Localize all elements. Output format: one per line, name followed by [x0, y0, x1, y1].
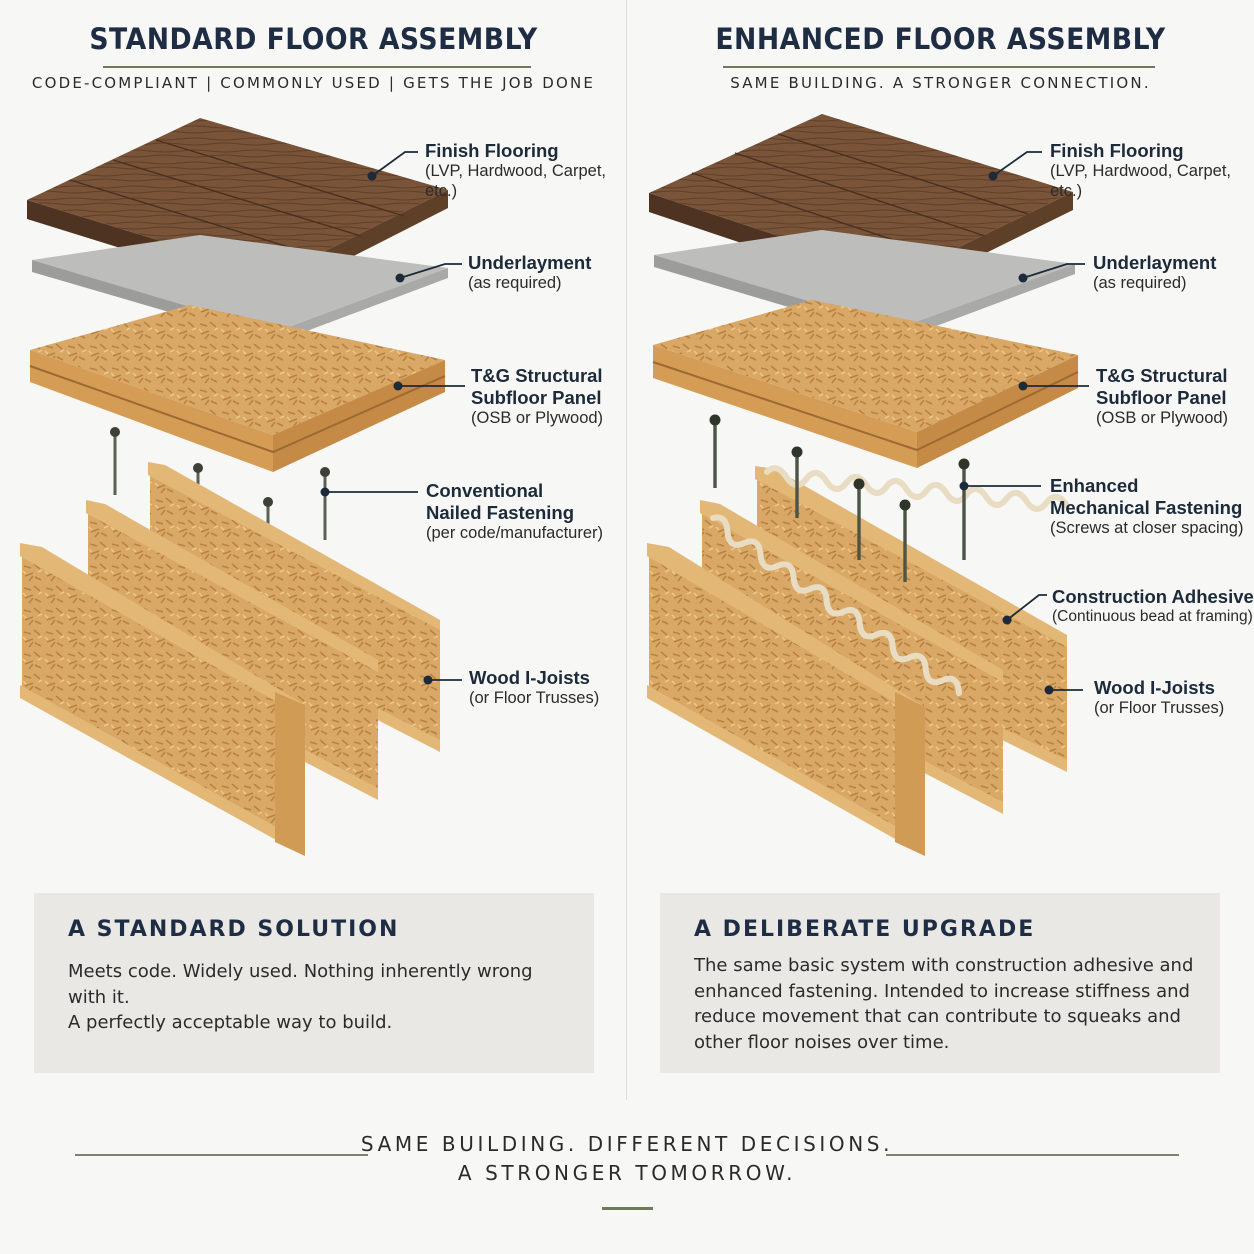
underlayment-callout: Underlayment (as required) — [468, 252, 592, 293]
adhesive-beads — [710, 465, 1070, 697]
subfloor-panel-layer — [29, 305, 446, 472]
standard-subtitle: CODE-COMPLIANT | COMMONLY USED | GETS TH… — [31, 74, 596, 92]
standard-card-body: Meets code. Widely used. Nothing inheren… — [68, 961, 533, 1033]
enhanced-title: ENHANCED FLOOR ASSEMBLY — [715, 22, 1166, 56]
enhanced-exploded-diagram — [647, 114, 1089, 856]
standard-title-rule — [103, 66, 531, 68]
footer-tagline: SAME BUILDING. DIFFERENT DECISIONS. A ST… — [360, 1132, 894, 1185]
joists-callout: Wood I-Joists (or Floor Trusses) — [469, 667, 600, 708]
footer-rule-left — [75, 1154, 368, 1156]
finish-flooring-callout: Finish Flooring (LVP, Hardwood, Carpet, … — [425, 140, 606, 200]
standard-title: STANDARD FLOOR ASSEMBLY — [89, 22, 538, 56]
standard-card-title: A STANDARD SOLUTION — [68, 917, 400, 942]
i-joists — [647, 466, 1067, 856]
subfloor-panel-layer — [652, 300, 1079, 468]
standard-exploded-diagram — [20, 118, 465, 856]
footer-rule-right — [886, 1154, 1179, 1156]
finish-flooring-callout: Finish Flooring (LVP, Hardwood, Carpet, … — [1050, 140, 1231, 200]
enhanced-assembly-panel: ENHANCED FLOOR ASSEMBLY SAME BUILDING. A… — [627, 0, 1254, 1090]
enhanced-title-rule — [723, 66, 1155, 68]
i-joists — [20, 462, 440, 856]
adhesive-callout: Construction Adhesive (Continuous bead a… — [1052, 586, 1254, 626]
subfloor-callout: T&G Structural Subfloor Panel (OSB or Pl… — [471, 365, 604, 428]
standard-summary-card: A STANDARD SOLUTION Meets code. Widely u… — [34, 893, 594, 1073]
fastening-callout: Conventional Nailed Fastening (per code/… — [426, 480, 603, 543]
subfloor-callout: T&G Structural Subfloor Panel (OSB or Pl… — [1096, 365, 1229, 428]
leader-lines — [325, 151, 465, 681]
enhanced-card-body: The same basic system with construction … — [694, 955, 1194, 1053]
underlayment-callout: Underlayment (as required) — [1093, 252, 1217, 293]
center-divider — [626, 0, 627, 1100]
leader-lines — [964, 151, 1089, 691]
enhanced-summary-card: A DELIBERATE UPGRADE The same basic syst… — [660, 893, 1220, 1073]
fastening-callout: Enhanced Mechanical Fastening (Screws at… — [1050, 475, 1244, 538]
standard-assembly-panel: STANDARD FLOOR ASSEMBLY CODE-COMPLIANT |… — [0, 0, 627, 1090]
joists-callout: Wood I-Joists (or Floor Trusses) — [1094, 677, 1225, 718]
screws — [713, 420, 966, 582]
enhanced-subtitle: SAME BUILDING. A STRONGER CONNECTION. — [730, 74, 1151, 92]
enhanced-card-title: A DELIBERATE UPGRADE — [694, 917, 1036, 942]
footer-accent-dash — [602, 1207, 653, 1210]
